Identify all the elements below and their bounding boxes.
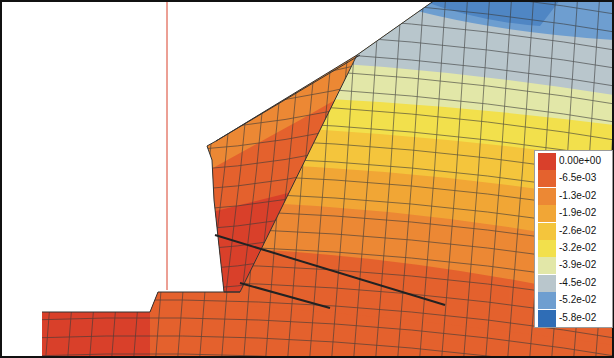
legend-entry: -2.6e-02 <box>538 223 612 240</box>
legend-value: -3.9e-02 <box>559 259 596 271</box>
color-legend: 0.00e+00 -6.5e-03 -1.3e-02 -1.9e-02 -2.6e-02… <box>534 150 613 328</box>
legend-swatch <box>538 275 556 292</box>
legend-value: 0.00e+00 <box>559 155 601 167</box>
legend-swatch <box>538 310 556 327</box>
legend-value: -2.6e-02 <box>559 225 596 237</box>
legend-entry: -4.5e-02 <box>538 275 612 292</box>
legend-entry: -1.9e-02 <box>538 205 612 222</box>
anchor-bar <box>240 283 330 308</box>
legend-swatch <box>538 205 556 222</box>
legend-entry: 0.00e+00 <box>538 153 612 170</box>
legend-value: -1.3e-02 <box>559 190 596 202</box>
anchor-bar <box>215 235 445 305</box>
legend-swatch <box>538 223 556 240</box>
legend-entry: -3.9e-02 <box>538 257 612 274</box>
legend-swatch <box>538 292 556 309</box>
legend-value: -5.2e-02 <box>559 294 596 306</box>
legend-entry: -5.8e-02 <box>538 310 612 327</box>
legend-entry: -5.2e-02 <box>538 292 612 309</box>
legend-entry: -1.3e-02 <box>538 188 612 205</box>
legend-entry: -6.5e-03 <box>538 170 612 187</box>
legend-value: -3.2e-02 <box>559 242 596 254</box>
legend-swatch <box>538 188 556 205</box>
legend-swatch <box>538 170 556 187</box>
legend-swatch <box>538 257 556 274</box>
legend-value: -6.5e-03 <box>559 172 596 184</box>
reference-line <box>167 0 168 290</box>
sliding-wedge <box>160 0 380 310</box>
legend-value: -4.5e-02 <box>559 277 596 289</box>
legend-value: -5.8e-02 <box>559 312 596 324</box>
legend-value: -1.9e-02 <box>559 207 596 219</box>
legend-entry: -3.2e-02 <box>538 240 612 257</box>
legend-swatch <box>538 240 556 257</box>
legend-swatch <box>538 153 556 170</box>
